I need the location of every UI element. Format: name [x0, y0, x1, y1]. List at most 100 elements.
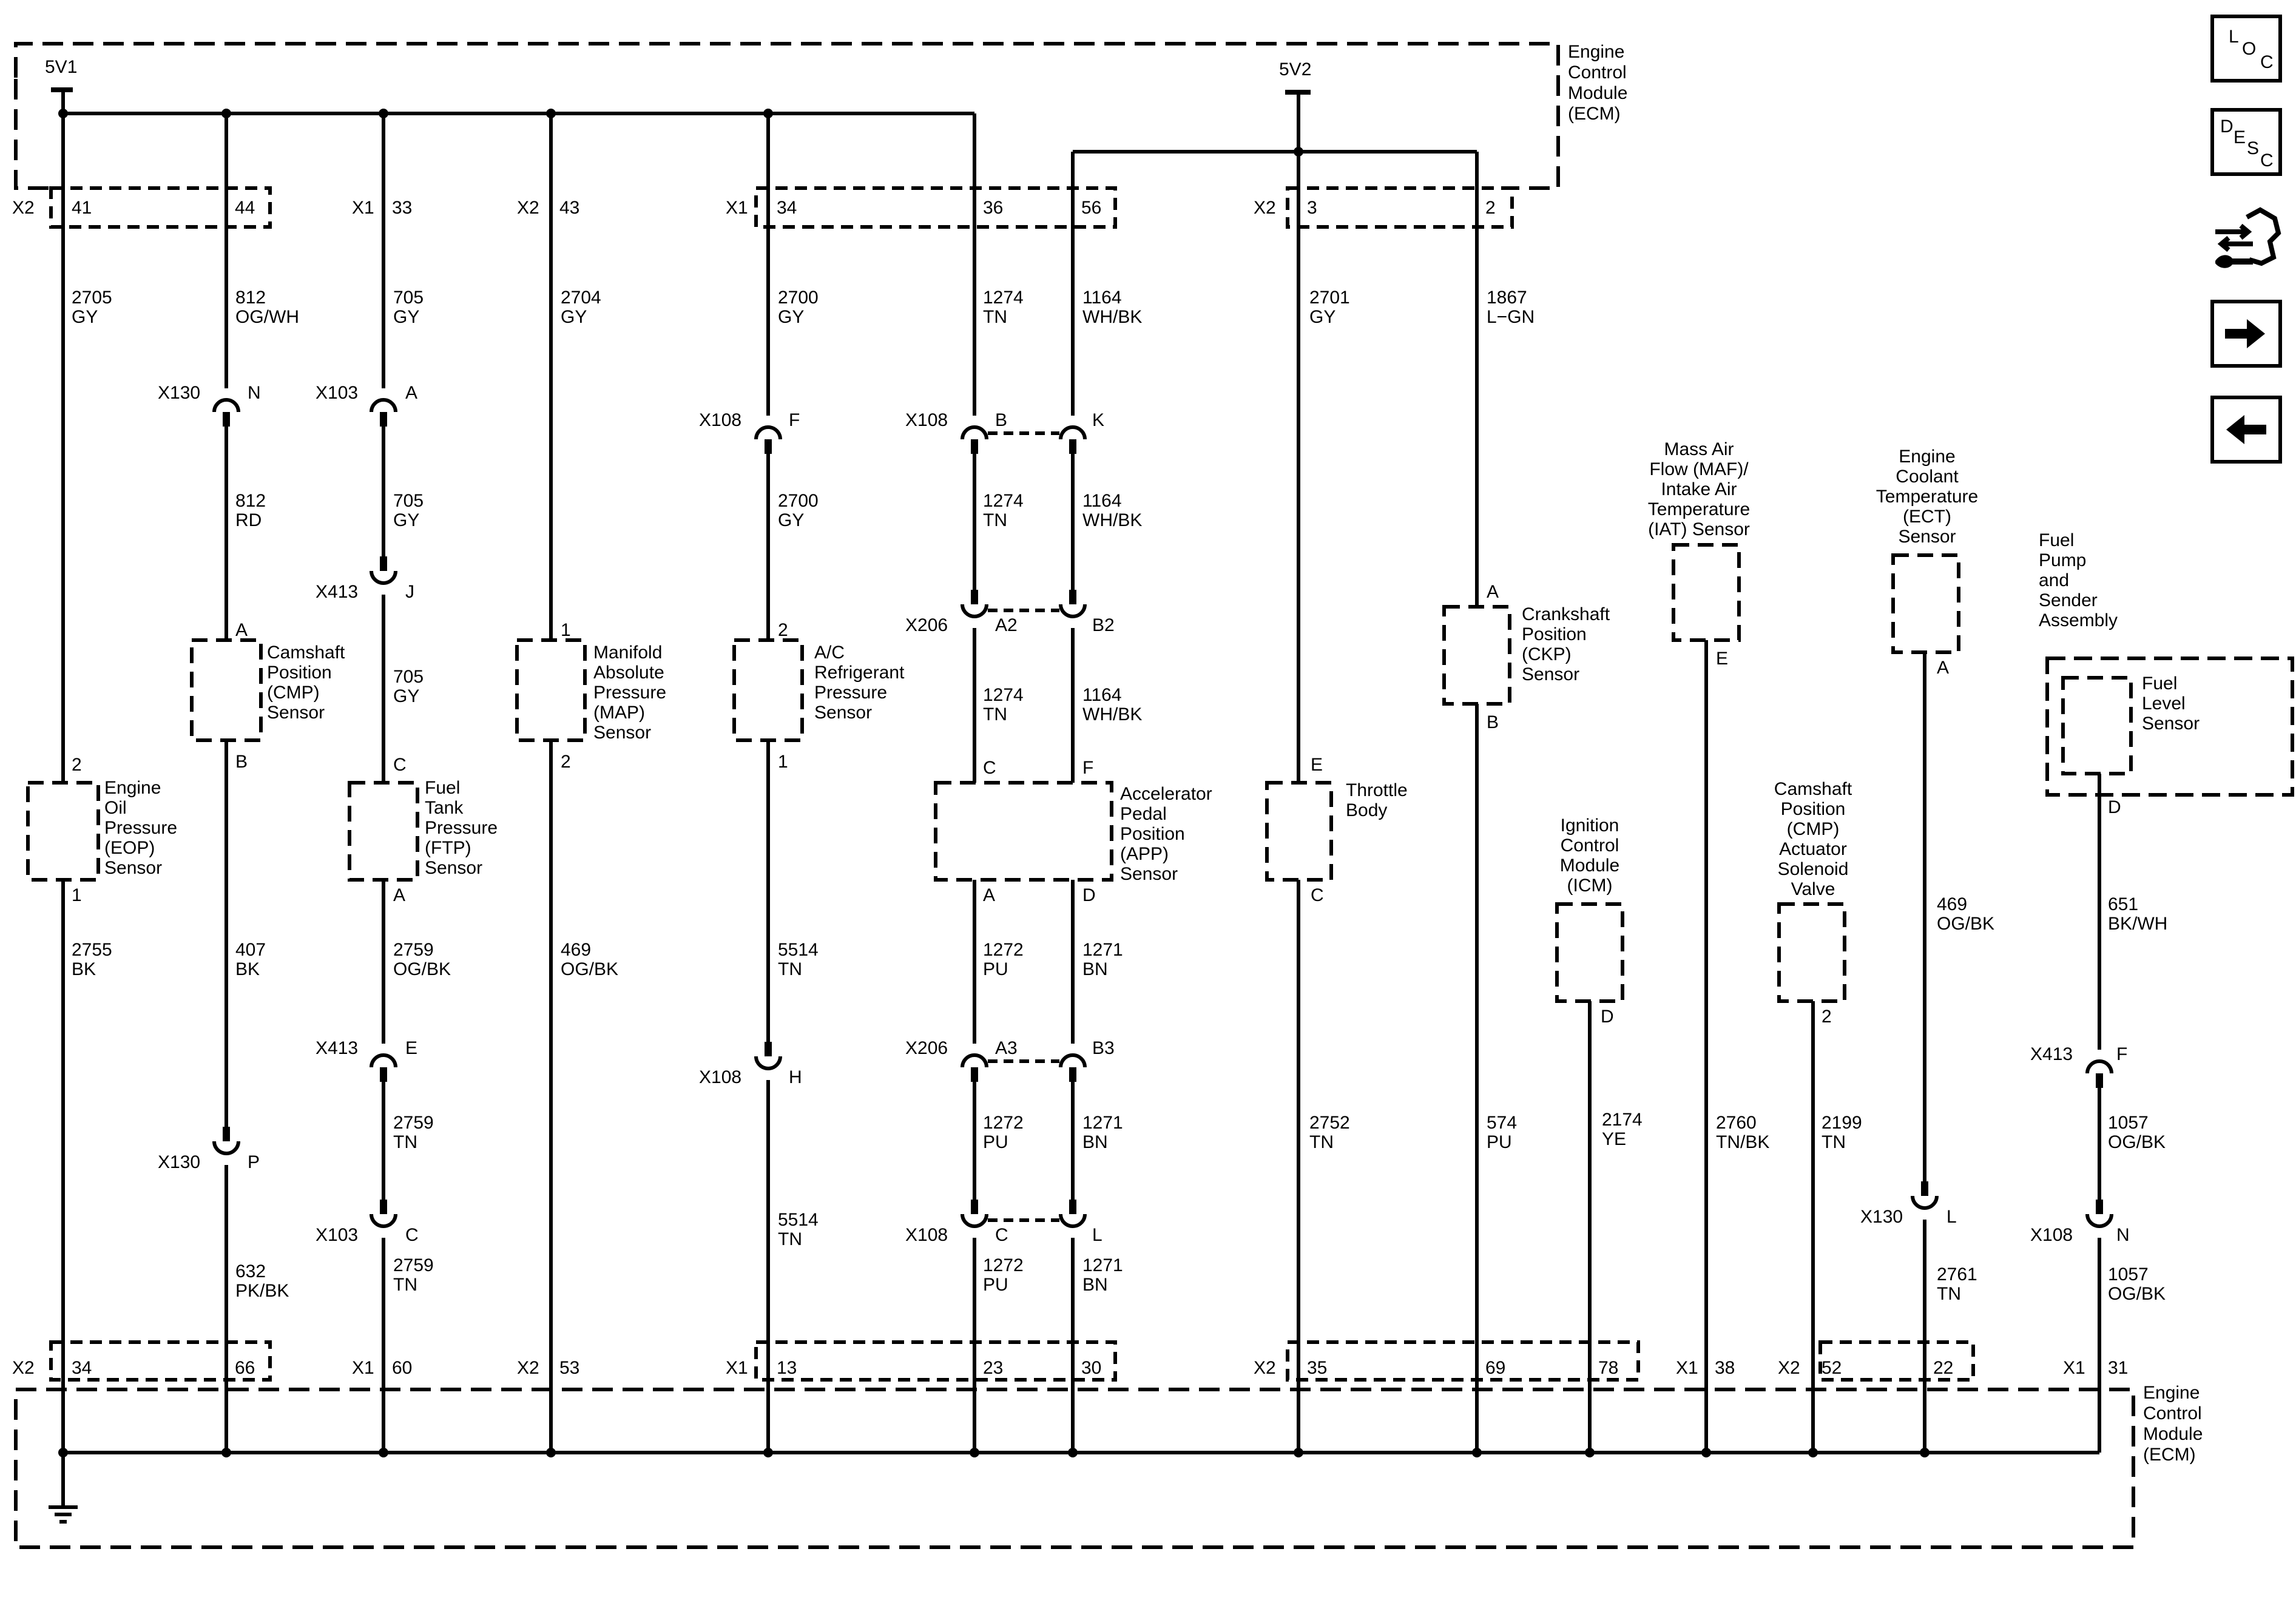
ecm-connector-id: X2: [12, 1358, 35, 1378]
wire-color-code: GY: [1309, 307, 1335, 327]
component-pin-label: D: [2108, 797, 2121, 817]
wire-circuit-number: 407: [235, 940, 266, 960]
component-app-box: [934, 781, 1113, 882]
wire-circuit-number: 2760: [1716, 1113, 1757, 1133]
component-pin-label: A: [393, 885, 405, 905]
inline-connector-cavity: A: [405, 383, 417, 403]
wire-color-code: GY: [778, 510, 804, 530]
inline-connector-male: [380, 412, 387, 427]
component-ect-box: [1891, 553, 1960, 654]
inline-connector-female: [1059, 1214, 1087, 1228]
wire-circuit-number: 469: [561, 940, 591, 960]
wire-color-code: TN: [983, 307, 1007, 327]
wire-color-code: TN: [778, 1229, 802, 1249]
wire-color-code: OG/BK: [2108, 1132, 2166, 1152]
component-fpa-label: Pump: [2039, 550, 2086, 570]
ecm-bottom-connector-box: [754, 1340, 1117, 1382]
inline-connector-cavity: A3: [995, 1038, 1018, 1058]
component-pin-label: F: [1082, 758, 1093, 778]
inline-connector-male: [971, 590, 978, 604]
component-icm-label: (ICM): [1567, 876, 1613, 896]
inline-connector-male: [1921, 1181, 1928, 1196]
inline-connector-cavity: L: [1947, 1207, 1957, 1227]
ecm-pin-number: 31: [2108, 1358, 2128, 1378]
component-cmpa-label: Valve: [1791, 879, 1835, 899]
wire-color-code: GY: [393, 307, 419, 327]
connector-tool-button[interactable]: [2210, 205, 2282, 272]
inline-connector-cavity: N: [248, 383, 261, 403]
next-page-button[interactable]: [2210, 300, 2282, 368]
component-icm-label: Ignition: [1561, 815, 1619, 836]
wire-color-code: OG/BK: [561, 959, 618, 979]
ecm-pin-number: 44: [235, 198, 255, 218]
component-pin-label: A: [1937, 658, 1949, 678]
wire-circuit-number: 2700: [778, 288, 819, 308]
loc-letter-o: O: [2242, 39, 2257, 59]
component-pin-label: C: [983, 758, 996, 778]
inline-connector-id: X413: [316, 582, 358, 602]
inline-connector-id: X108: [2030, 1225, 2073, 1245]
wire-circuit-number: 5514: [778, 940, 819, 960]
component-cmp-label: Position: [267, 663, 332, 683]
inline-connector-female: [961, 1214, 988, 1228]
component-cmpa-label: (CMP): [1787, 819, 1840, 839]
ecm-connector-id: X1: [352, 198, 374, 218]
wire-color-code: TN: [393, 1275, 417, 1295]
wire-color-code: OG/WH: [235, 307, 299, 327]
inline-connector-female: [1059, 425, 1087, 440]
ecm-pin-number: 22: [1933, 1358, 1953, 1378]
ecm-pin-number: 30: [1081, 1358, 1101, 1378]
ecm-pin-number: 13: [777, 1358, 797, 1378]
component-maf-label: Temperature: [1648, 499, 1750, 519]
component-maf-label: Flow (MAF)/: [1649, 459, 1749, 479]
ecm-pin-number: 36: [983, 198, 1003, 218]
inline-connector-id: X108: [699, 1067, 741, 1087]
component-app-label: Pedal: [1120, 804, 1167, 824]
ecm-pin-number: 52: [1822, 1358, 1842, 1378]
inline-connector-female: [370, 570, 397, 585]
component-pin-label: 2: [778, 620, 788, 640]
wire-color-code: WH/BK: [1082, 510, 1142, 530]
wire-circuit-number: 1164: [1082, 685, 1122, 705]
inline-connector-cavity: F: [789, 410, 800, 430]
wire-color-code: YE: [1602, 1129, 1626, 1149]
inline-connector-id: X103: [316, 1225, 358, 1245]
ecm-pin-number: 38: [1715, 1358, 1735, 1378]
ecm-connector-id: X2: [1254, 198, 1276, 218]
ecm-label-bottom: Engine: [2143, 1383, 2200, 1403]
wire-color-code: TN: [1937, 1284, 1961, 1304]
wire-color-code: BN: [1082, 1132, 1108, 1152]
inline-connector-cavity: C: [995, 1225, 1008, 1245]
wire-circuit-number: 1272: [983, 1113, 1024, 1133]
ecm-top-connector-box: [754, 186, 1117, 229]
inline-connector-id: X413: [316, 1038, 358, 1058]
description-button[interactable]: D E S C: [2210, 108, 2282, 176]
inline-connector-female: [370, 1214, 397, 1228]
ecm-pin-number: 66: [235, 1358, 255, 1378]
wire-circuit-number: 469: [1937, 894, 1967, 914]
wire-circuit-number: 2759: [393, 940, 434, 960]
wire-color-code: BK/WH: [2108, 914, 2167, 934]
desc-letter-c: C: [2260, 150, 2274, 170]
location-button[interactable]: L O C: [2210, 15, 2282, 83]
inline-connector-male: [1069, 439, 1076, 454]
inline-connector-female: [754, 425, 782, 440]
inline-connector-female: [212, 398, 240, 413]
component-ckp-label: (CKP): [1522, 644, 1572, 664]
component-fpa-label: Assembly: [2039, 610, 2118, 630]
component-app-label: Accelerator: [1120, 784, 1212, 804]
component-acr-label: A/C: [814, 643, 845, 663]
ecm-label-bottom: Module: [2143, 1424, 2203, 1444]
inline-connector-female: [212, 1141, 240, 1155]
ecm-top-enclosure: [14, 42, 1560, 190]
component-ect-label: (ECT): [1903, 507, 1951, 527]
wire-color-code: PU: [983, 1132, 1008, 1152]
wire-circuit-number: 1164: [1082, 491, 1122, 511]
wire-circuit-number: 812: [235, 491, 266, 511]
previous-page-button[interactable]: [2210, 396, 2282, 464]
ecm-pin-number: 43: [559, 198, 579, 218]
inline-connector-id: X108: [905, 1225, 948, 1245]
component-map-label: Sensor: [593, 723, 651, 743]
component-cmp-label: Sensor: [267, 703, 325, 723]
inline-connector-female: [2085, 1059, 2113, 1074]
